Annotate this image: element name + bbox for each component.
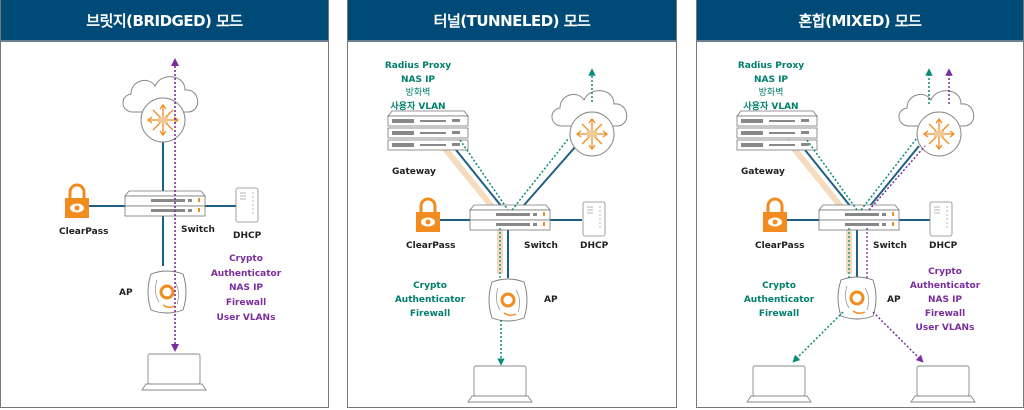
ap-features-list: Crypto Authenticator Firewall bbox=[395, 281, 466, 319]
link-gateway-switch bbox=[447, 139, 507, 213]
ap-label: AP bbox=[544, 295, 558, 305]
switch-label: Switch bbox=[873, 241, 907, 251]
gateway-icon bbox=[736, 110, 818, 151]
feature-item: Crypto bbox=[762, 281, 796, 291]
clearpass-lock-icon bbox=[414, 197, 442, 234]
feature-item: Authenticator bbox=[910, 281, 981, 291]
gateway-label: Gateway bbox=[741, 167, 785, 177]
ap-features-list-left: Crypto Authenticator Firewall bbox=[744, 281, 815, 319]
dhcp-label: DHCP bbox=[233, 231, 262, 241]
feature-item: 방화벽 bbox=[406, 87, 431, 98]
gateway-features-list: Radius Proxy NAS IP 방화벽 사용자 VLAN bbox=[385, 61, 451, 112]
feature-item: Firewall bbox=[226, 298, 266, 308]
laptop-icon bbox=[141, 353, 207, 391]
feature-item: User VLANs bbox=[217, 313, 276, 323]
controller-icon bbox=[569, 111, 615, 157]
feature-item: NAS IP bbox=[401, 75, 435, 85]
link-controller-switch bbox=[517, 145, 577, 213]
feature-item: NAS IP bbox=[928, 295, 962, 305]
feature-item: Radius Proxy bbox=[385, 61, 451, 71]
feature-item: Radius Proxy bbox=[738, 61, 804, 71]
feature-item: Firewall bbox=[759, 309, 799, 319]
bridged-diagram: ClearPass Switch DHCP AP Crypto Authenti… bbox=[59, 58, 282, 391]
controller-icon bbox=[140, 97, 186, 143]
gateway-features-list: Radius Proxy NAS IP 방화벽 사용자 VLAN bbox=[738, 61, 804, 112]
feature-item: NAS IP bbox=[229, 283, 263, 293]
feature-item: Crypto bbox=[928, 267, 962, 277]
dhcp-label: DHCP bbox=[929, 241, 958, 251]
mixed-diagram: Radius Proxy NAS IP 방화벽 사용자 VLAN Gateway… bbox=[736, 61, 981, 403]
clearpass-lock-icon bbox=[63, 183, 91, 220]
link-controller-switch bbox=[864, 145, 920, 213]
tunnel-band bbox=[435, 138, 501, 216]
switch-icon bbox=[124, 190, 206, 217]
ap-features-list-right: Crypto Authenticator NAS IP Firewall Use… bbox=[910, 267, 981, 333]
feature-item: Firewall bbox=[410, 309, 450, 319]
switch-label: Switch bbox=[524, 241, 558, 251]
access-point-icon bbox=[146, 269, 188, 315]
ap-features-list: Crypto Authenticator NAS IP Firewall Use… bbox=[211, 254, 282, 323]
feature-item: Crypto bbox=[229, 254, 263, 264]
purple-traffic-flow bbox=[872, 311, 924, 363]
feature-item: Firewall bbox=[925, 309, 965, 319]
access-point-icon bbox=[836, 275, 878, 321]
dhcp-server-icon bbox=[235, 187, 259, 223]
panel-title: 혼합(MIXED) 모드 bbox=[697, 0, 1023, 42]
feature-item: Crypto bbox=[413, 281, 447, 291]
dhcp-label: DHCP bbox=[580, 241, 609, 251]
feature-item: 방화벽 bbox=[759, 87, 784, 98]
gateway-icon bbox=[387, 110, 469, 151]
panel-bridged-mode: 브릿지(BRIDGED) 모드 ClearPass Switch DHCP AP… bbox=[0, 0, 329, 408]
feature-item: Authenticator bbox=[211, 269, 282, 279]
teal-traffic-flow bbox=[860, 137, 918, 211]
feature-item: Authenticator bbox=[744, 295, 815, 305]
clearpass-label: ClearPass bbox=[406, 241, 455, 251]
switch-icon bbox=[469, 204, 551, 231]
feature-item: 사용자 VLAN bbox=[390, 100, 445, 112]
feature-item: Authenticator bbox=[395, 295, 466, 305]
laptop-icon bbox=[910, 365, 976, 403]
access-point-icon bbox=[487, 277, 529, 323]
feature-item: 사용자 VLAN bbox=[743, 100, 798, 112]
tunnel-band bbox=[784, 138, 850, 216]
feature-item: NAS IP bbox=[754, 75, 788, 85]
switch-label: Switch bbox=[181, 225, 215, 235]
clearpass-label: ClearPass bbox=[59, 227, 108, 237]
gateway-label: Gateway bbox=[392, 167, 436, 177]
panel-title: 터널(TUNNELED) 모드 bbox=[348, 0, 676, 42]
laptop-icon bbox=[467, 365, 533, 403]
teal-traffic-flow bbox=[511, 137, 570, 211]
controller-icon bbox=[916, 111, 962, 157]
laptop-icon bbox=[746, 365, 812, 403]
ap-label: AP bbox=[887, 295, 901, 305]
clearpass-lock-icon bbox=[761, 197, 789, 234]
clearpass-label: ClearPass bbox=[755, 241, 804, 251]
tunneled-diagram: Radius Proxy NAS IP 방화벽 사용자 VLAN Gateway… bbox=[385, 61, 628, 403]
feature-item: User VLANs bbox=[916, 323, 975, 333]
dhcp-server-icon bbox=[582, 201, 606, 237]
panel-title: 브릿지(BRIDGED) 모드 bbox=[1, 0, 328, 42]
teal-traffic-flow bbox=[792, 311, 844, 363]
link-gateway-switch bbox=[796, 139, 856, 213]
switch-icon bbox=[818, 204, 900, 231]
ap-label: AP bbox=[119, 288, 133, 298]
panel-mixed-mode: 혼합(MIXED) 모드 Radius Proxy bbox=[696, 0, 1024, 408]
panel-tunneled-mode: 터널(TUNNELED) 모드 Radius Proxy NAS IP 방화벽 … bbox=[347, 0, 677, 408]
dhcp-server-icon bbox=[929, 201, 953, 237]
purple-traffic-flow bbox=[868, 145, 926, 211]
